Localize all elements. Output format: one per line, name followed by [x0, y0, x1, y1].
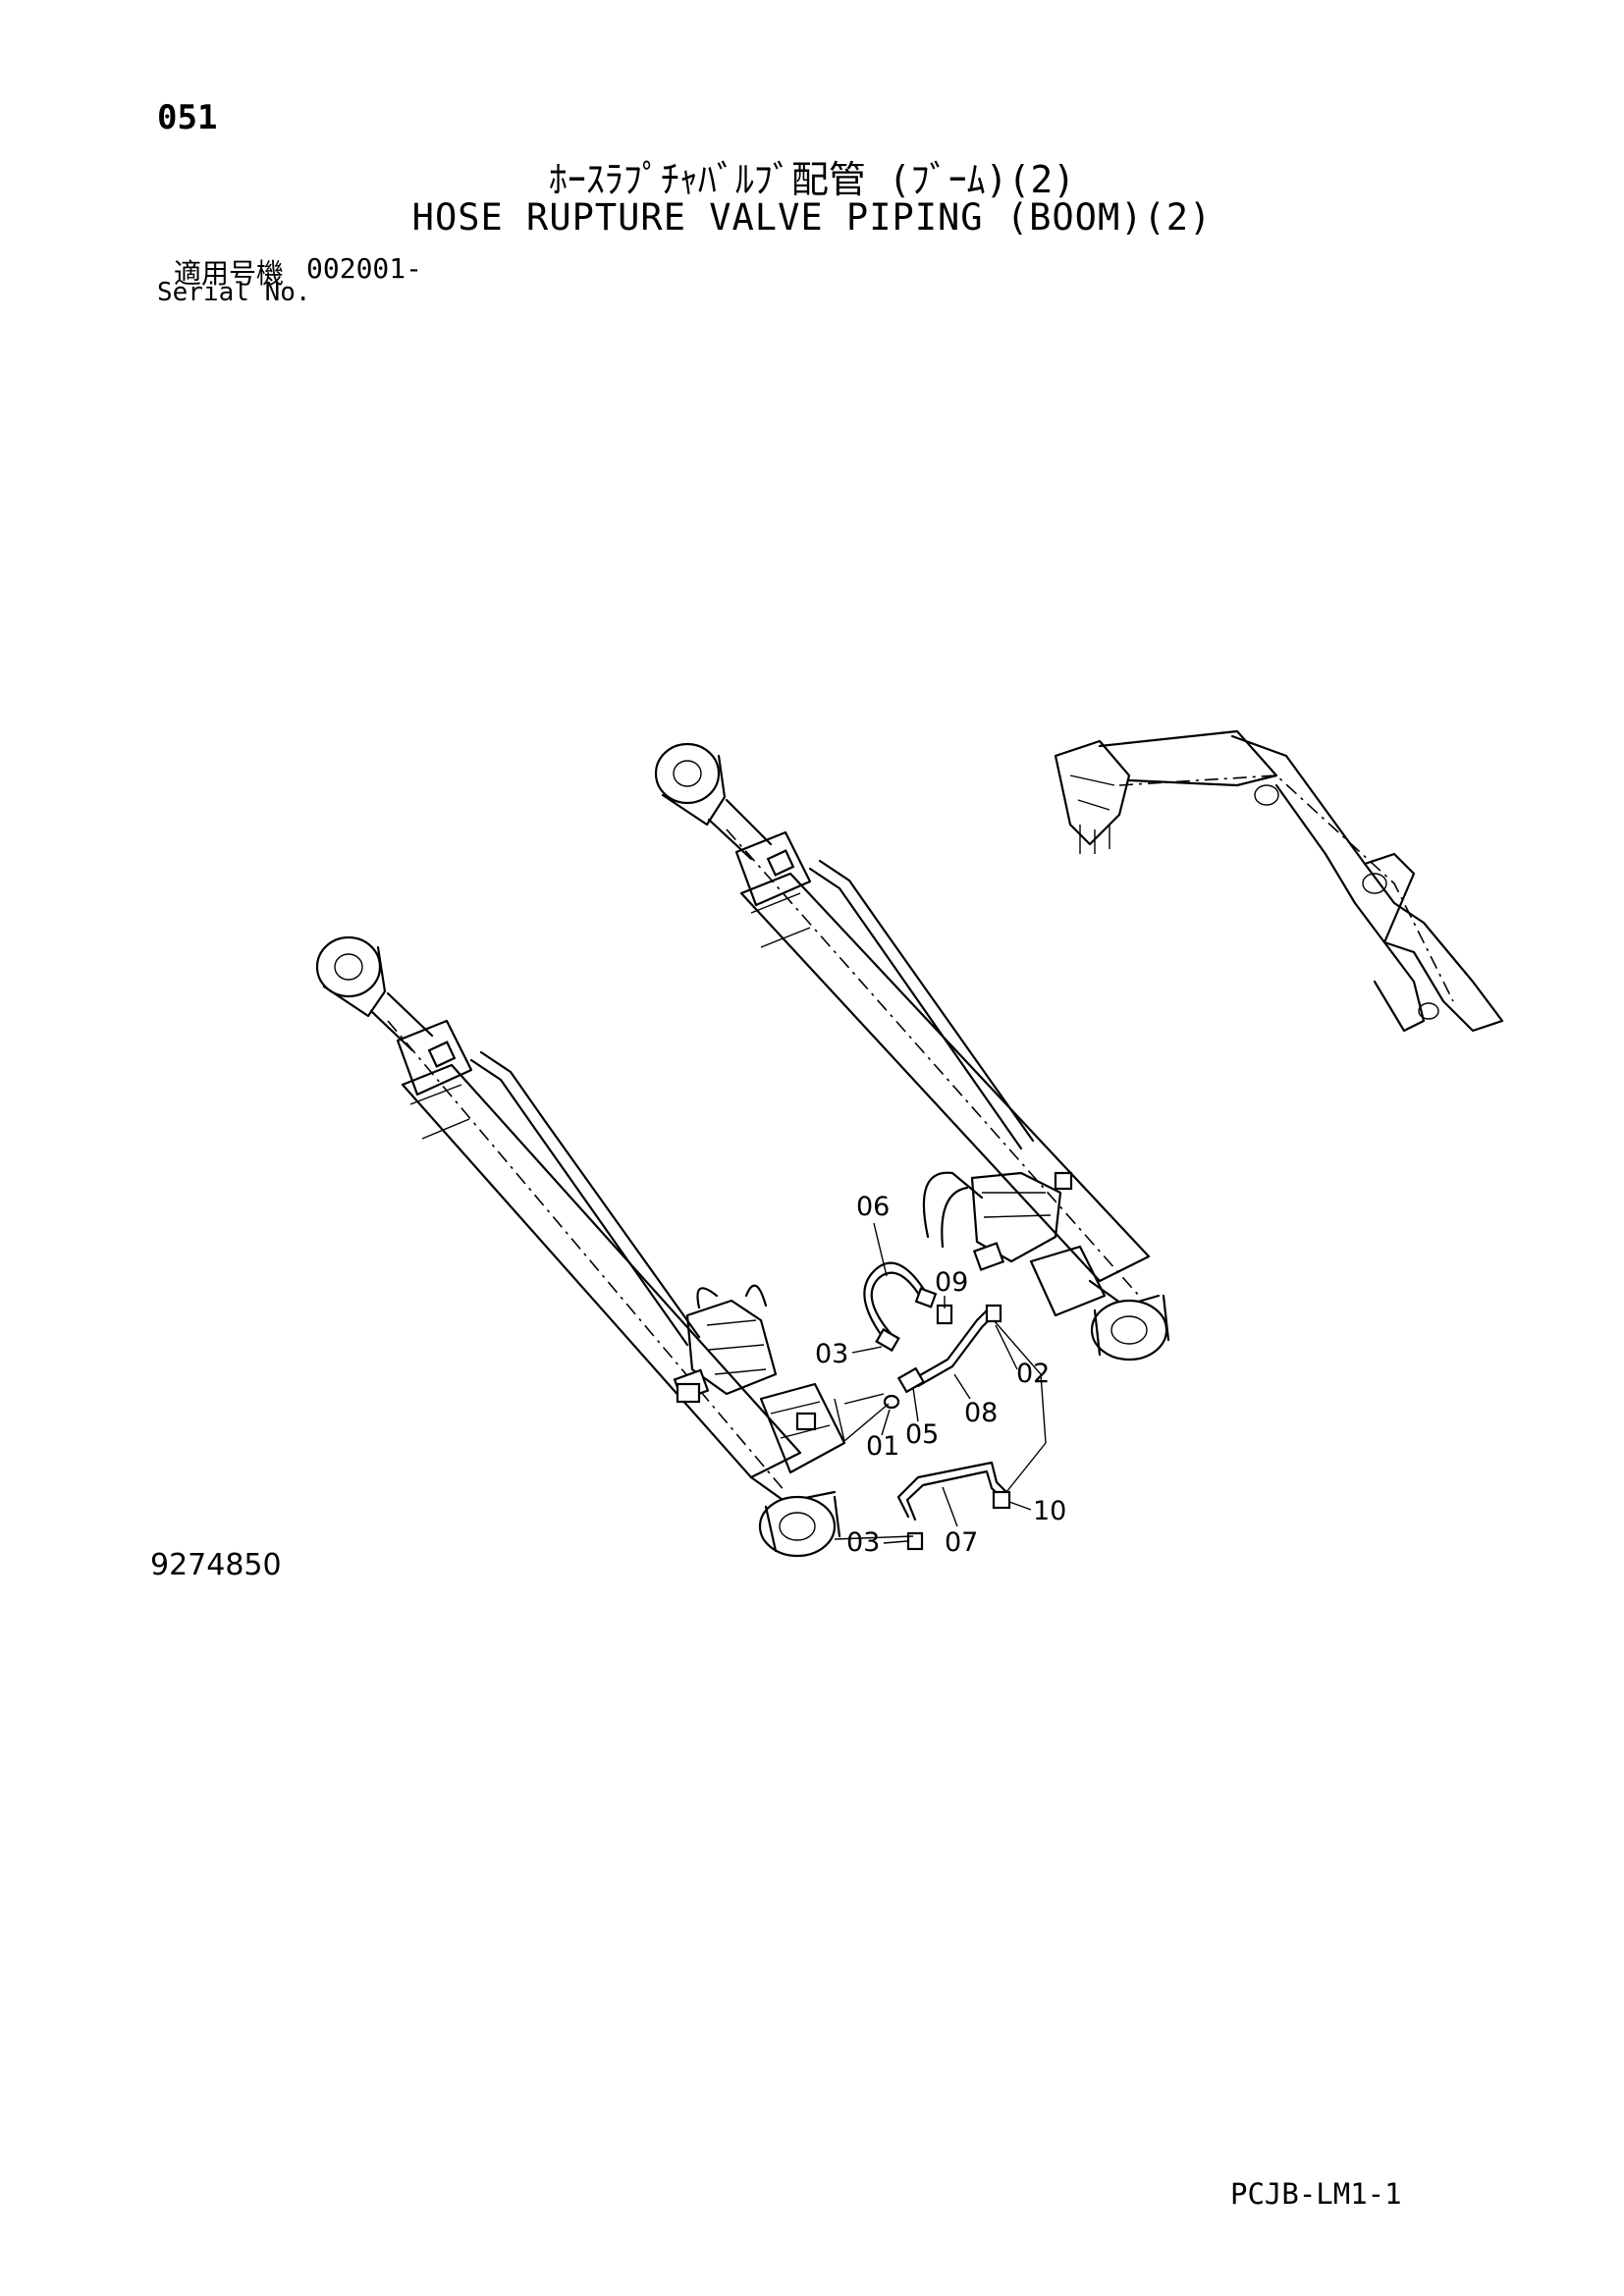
pipe-08 — [911, 1308, 989, 1381]
callout-05: 05 — [905, 1419, 939, 1450]
callout-03-lower: 03 — [846, 1527, 880, 1558]
callout-02: 02 — [1016, 1359, 1050, 1389]
serial-label-japanese: 適用号機 — [174, 257, 285, 290]
callout-06: 06 — [856, 1192, 890, 1222]
serial-value: 002001- — [306, 252, 423, 285]
fitting-03-lower — [906, 1531, 924, 1551]
figure-number: 9274850 — [150, 1548, 282, 1582]
front-attachment-key-view — [1054, 729, 1504, 1033]
hose-06 — [863, 1261, 930, 1347]
serial-label-english: Serial No. — [157, 278, 311, 307]
callout-01: 01 — [866, 1431, 899, 1462]
callout-07: 07 — [945, 1527, 978, 1558]
left-boom-cylinder — [315, 935, 846, 1558]
page-number: 051 — [157, 98, 218, 137]
fitting-02 — [985, 1304, 1002, 1323]
fitting-05 — [896, 1366, 926, 1394]
fitting-10 — [992, 1490, 1011, 1510]
title-english: HOSE RUPTURE VALVE PIPING (BOOM)(2) — [411, 196, 1213, 239]
callout-10: 10 — [1033, 1496, 1066, 1526]
title-japanese: ﾎｰｽﾗﾌﾟﾁｬﾊﾞﾙﾌﾞ配管 (ﾌﾞｰﾑ)(2) — [548, 158, 1076, 201]
piping-parts — [834, 1261, 1047, 1551]
pipe-07 — [896, 1461, 1008, 1519]
callout-08: 08 — [964, 1398, 998, 1428]
callout-03-upper: 03 — [815, 1339, 848, 1369]
callout-09: 09 — [935, 1267, 968, 1298]
callouts: 06 09 03 02 01 05 08 10 03 07 — [815, 1192, 1066, 1558]
right-boom-cylinder — [654, 742, 1170, 1362]
document-code: PCJB-LM1-1 — [1230, 2177, 1402, 2211]
